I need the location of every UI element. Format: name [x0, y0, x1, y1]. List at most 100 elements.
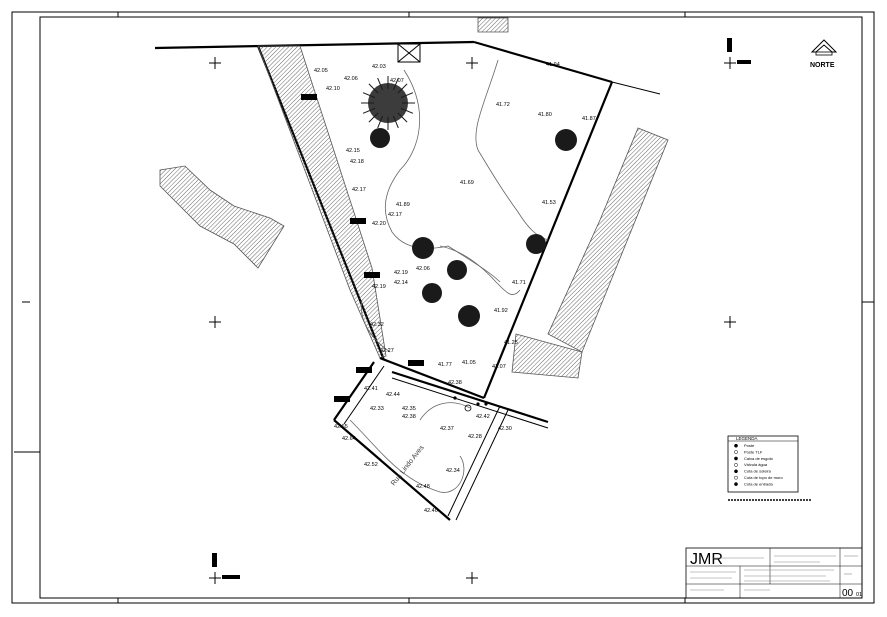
tree-canopy-spoke	[397, 83, 408, 94]
grid-cross-marker	[724, 316, 736, 328]
spot-elevation: 41.71	[512, 280, 526, 286]
road-label: Rua Lindo Aves	[390, 444, 426, 487]
grid-cross-marker	[724, 57, 736, 69]
spot-elevation: 42.44	[386, 392, 400, 398]
wall-label-box	[364, 272, 380, 278]
legend-item-label: Poste TLF	[744, 449, 763, 454]
spot-elevation: 41.53	[542, 200, 556, 206]
spot-elevation: 42.38	[402, 414, 416, 420]
tree-symbol	[555, 129, 577, 151]
spot-elevation: 42.65	[334, 424, 348, 430]
survey-point	[476, 402, 480, 406]
tree-canopy-spoke	[400, 92, 414, 99]
north-label: NORTE	[810, 62, 835, 69]
wall-label-box	[350, 218, 366, 224]
inner-frame	[39, 16, 863, 599]
spot-elevation: 42.19	[372, 284, 386, 290]
lower-parcel: Rua Lindo Aves	[333, 356, 549, 521]
tree-canopy-spoke	[368, 83, 379, 94]
legend-symbol	[734, 456, 738, 461]
tree-symbol	[447, 260, 467, 280]
spot-elevation: 42.06	[344, 76, 358, 82]
hatched-area	[159, 165, 285, 269]
tree-symbol	[458, 305, 480, 327]
survey-point	[464, 404, 472, 412]
spot-elevation: 42.30	[498, 426, 512, 432]
tree-symbol	[361, 76, 415, 130]
grid-coord-stub	[212, 553, 217, 567]
spot-elevation: 42.03	[372, 64, 386, 70]
spot-elevation: 42.35	[402, 406, 416, 412]
spot-elevation: 41.92	[494, 308, 508, 314]
tree-symbol	[412, 237, 434, 259]
spot-elevation: 42.48	[416, 484, 430, 490]
spot-elevation: 42.42	[476, 414, 490, 420]
spot-elevation: 42.32	[370, 322, 384, 328]
spot-elevation: 41.89	[396, 202, 410, 208]
tree-canopy-spoke	[392, 77, 399, 91]
sheet-total: 01	[856, 592, 862, 598]
spot-elevation: 42.40	[424, 508, 438, 514]
legend-title: LEGENDA	[736, 436, 758, 441]
title-block-logo: JMR	[690, 551, 723, 568]
spot-elevation: 41.07	[492, 364, 506, 370]
grid-cross-marker	[209, 572, 221, 584]
title-block: JMR 00 01	[685, 547, 863, 599]
hatched-area	[511, 333, 583, 379]
spot-elevation: 41.25	[504, 340, 518, 346]
grid-cross-markers	[209, 38, 751, 584]
spot-elevation: 41.94	[546, 62, 560, 68]
legend-item-label: Poste	[744, 443, 755, 448]
legend-symbol	[734, 450, 738, 454]
spot-elevation: 42.07	[390, 78, 404, 84]
grid-coord-stub	[737, 60, 751, 64]
tree-canopy-spoke	[377, 115, 384, 129]
spot-elevation: 42.14	[394, 280, 408, 286]
legend-item-label: Caixa de esgoto	[744, 456, 774, 461]
wall-label-box	[408, 360, 424, 366]
spot-elevation: 42.05	[314, 68, 328, 74]
sheet-number: 00	[842, 588, 854, 599]
contour-lines	[360, 59, 549, 353]
legend-item-label: Cota de soleira	[744, 469, 772, 474]
tree-canopy-spoke	[397, 112, 408, 123]
spot-elevation: 41.72	[496, 102, 510, 108]
legend-item-label: Válvula água	[744, 462, 768, 467]
tree-canopy-spoke	[362, 92, 376, 99]
spot-elevation: 41.05	[462, 360, 476, 366]
spot-elevation: 42.15	[346, 148, 360, 154]
spot-elevation: 42.17	[388, 212, 402, 218]
wall-label-box	[334, 396, 350, 402]
grid-cross-marker	[209, 57, 221, 69]
outer-frame	[11, 11, 875, 604]
spot-elevation: 42.06	[416, 266, 430, 272]
spot-elevation: 42.18	[350, 159, 364, 165]
spot-elevation: 42.37	[440, 426, 454, 432]
spot-elevation: 42.20	[372, 221, 386, 227]
spot-elevation: 42.64	[342, 436, 356, 442]
spot-elevation: 42.28	[468, 434, 482, 440]
legend-symbol	[734, 482, 738, 486]
survey-point	[484, 402, 488, 406]
spot-elevation: 42.27	[380, 348, 394, 354]
tree-canopy-spoke	[400, 107, 414, 114]
spot-elevation: 41.77	[438, 362, 452, 368]
tree-canopy-spoke	[368, 112, 379, 123]
spot-elevation: 42.41	[364, 386, 378, 392]
spot-elevation: 42.17	[352, 187, 366, 193]
legend-symbol	[734, 475, 738, 480]
wall-label-box	[301, 94, 317, 100]
grid-cross-marker	[466, 57, 478, 69]
grid-coord-stub	[222, 575, 240, 579]
legend-symbol	[734, 463, 738, 467]
survey-point	[453, 396, 457, 400]
tree-symbol	[422, 283, 442, 303]
hatched-area	[477, 17, 509, 33]
spot-elevation: 42.10	[326, 86, 340, 92]
grid-coord-stub	[727, 38, 732, 52]
legend-symbol	[734, 469, 738, 474]
spot-elevation: 42.19	[394, 270, 408, 276]
grid-cross-marker	[209, 316, 221, 328]
spot-elevation: 42.38	[448, 380, 462, 386]
